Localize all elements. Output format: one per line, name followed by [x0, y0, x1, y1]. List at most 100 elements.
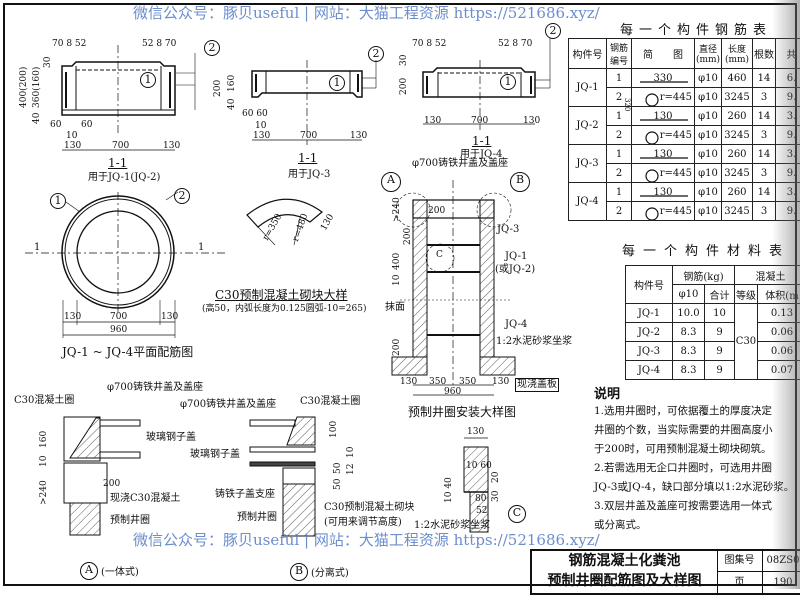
note-line: 井圈的个数，当实际需要的井圈高度小 — [594, 422, 773, 437]
dim: 100 — [330, 421, 339, 438]
cell: 260 — [722, 183, 753, 202]
dim: 350 — [429, 378, 446, 387]
dim: 400(200) — [20, 67, 29, 108]
part-cell: JQ-4 — [569, 183, 607, 221]
title-block: 钢筋混凝土化粪池 预制井圈配筋图及大样图 图集号 08ZS0 页 190 — [530, 549, 800, 595]
col-header: 直径(mm) — [695, 39, 722, 69]
rebar-mark-2: 2 — [204, 40, 220, 56]
dim: 400 — [393, 253, 402, 270]
dim: 200 — [428, 207, 445, 216]
cell: 3 — [753, 202, 776, 221]
cell: φ10 — [695, 126, 722, 145]
detail-c-drawing — [464, 438, 488, 532]
page-label: 页 — [717, 572, 763, 593]
jq1-label: JQ-1 — [505, 252, 527, 262]
part-cell: JQ-2 — [569, 107, 607, 145]
dim: >240 — [40, 480, 49, 505]
ref-c: C — [436, 251, 443, 260]
dim: 130 — [492, 378, 509, 387]
cell: 6. — [776, 69, 800, 88]
cell: 3 — [753, 88, 776, 107]
dim: 130 — [424, 117, 441, 126]
dim: 70 8 52 — [52, 40, 86, 49]
cell: 8.3 — [673, 323, 705, 342]
dim: 200 — [400, 78, 409, 95]
drawing-title: 钢筋混凝土化粪池 预制井圈配筋图及大样图 — [532, 551, 718, 593]
dim: 130 — [64, 313, 81, 322]
sketch-cell: r=445 — [632, 202, 695, 221]
sketch-cell: 130 — [632, 145, 695, 164]
dim: 160 — [40, 431, 49, 448]
dim: 10 60 — [466, 462, 492, 471]
col-header: 等级 — [735, 285, 758, 304]
install-section-drawing — [392, 180, 515, 395]
rebar-mark-2: 2 — [368, 46, 384, 62]
dim: 60 60 — [242, 110, 268, 119]
dim: 200 — [404, 228, 413, 245]
install-title: 预制井圈安装大样图 — [408, 406, 516, 418]
dim: 52 8 70 — [142, 40, 176, 49]
cell: φ10 — [695, 145, 722, 164]
dim: 130 — [161, 313, 178, 322]
cell: JQ-1 — [626, 304, 673, 323]
note-line: JQ-3或JQ-4，缺口部分填以1:2水泥砂浆。 — [594, 479, 794, 494]
cell: JQ-4 — [626, 361, 673, 380]
cell: φ10 — [695, 69, 722, 88]
dim: 60 — [50, 121, 61, 130]
section-caption: 用于JQ-1(JQ-2) — [88, 173, 160, 183]
cell: 9. — [776, 164, 800, 183]
dim: 200 — [103, 480, 120, 489]
section-title: 1-1 — [298, 152, 317, 164]
sub-cover-label: 玻璃钢子盖 — [146, 433, 196, 443]
dim: 130 — [523, 117, 540, 126]
dim: 10 — [255, 122, 266, 131]
jq3-label: JQ-3 — [497, 225, 519, 235]
note-line: 2.若需选用无企口井圈时，可选用井圈 — [594, 460, 772, 475]
dim: 10 — [66, 132, 77, 141]
dim: 40 — [33, 113, 42, 124]
cell: 260 — [722, 107, 753, 126]
sketch-cell: r=445 — [632, 164, 695, 183]
dim: 30 — [400, 55, 409, 66]
dim: 700 — [112, 142, 129, 151]
cell: 460 — [722, 69, 753, 88]
col-header: 共 — [776, 39, 800, 69]
section-jq1-drawing — [62, 45, 195, 150]
col-header: 合计 — [705, 285, 735, 304]
dim: 52 8 70 — [498, 40, 532, 49]
mortar-label: 1:2水泥砂浆坐浆 — [496, 337, 572, 347]
block-note: (高50，内弧长度为0.125圆弧-10=265) — [202, 305, 366, 314]
cell: φ10 — [695, 202, 722, 221]
cell: 2 — [607, 164, 632, 183]
dim: 130 — [467, 428, 484, 437]
cast-label: 现浇C30混凝土 — [110, 494, 180, 504]
cell: 9 — [705, 361, 735, 380]
col-header: 钢筋(kg) — [673, 266, 735, 285]
slab-label: 现浇盖板 — [515, 378, 559, 392]
dim: 130 — [253, 132, 270, 141]
page-no: 190 — [763, 572, 800, 593]
dim: 200 — [393, 339, 402, 356]
grade-cell: C30 — [735, 304, 758, 380]
cell: 3245 — [722, 88, 753, 107]
block-title: C30预制混凝土砌块大样 — [215, 289, 347, 301]
title-line: 钢筋混凝土化粪池 — [532, 551, 717, 571]
detail-a-caption: (一体式) — [101, 568, 139, 578]
cut-mark: 1 — [34, 243, 40, 253]
note-line: 或分离式。 — [594, 517, 647, 532]
dim: 50 — [334, 479, 343, 490]
cell: JQ-2 — [626, 323, 673, 342]
dim: 30 — [492, 491, 501, 502]
dim: 130 — [64, 142, 81, 151]
title-line: 预制井圈配筋图及大样图 — [532, 571, 717, 591]
atlas-no: 08ZS0 — [763, 551, 800, 572]
sketch-cell: r=445 — [632, 88, 695, 107]
cover-label: φ700铸铁井盖及盖座 — [412, 159, 508, 169]
block-note: (可用来调节高度) — [324, 518, 402, 528]
cell: 3 — [753, 126, 776, 145]
